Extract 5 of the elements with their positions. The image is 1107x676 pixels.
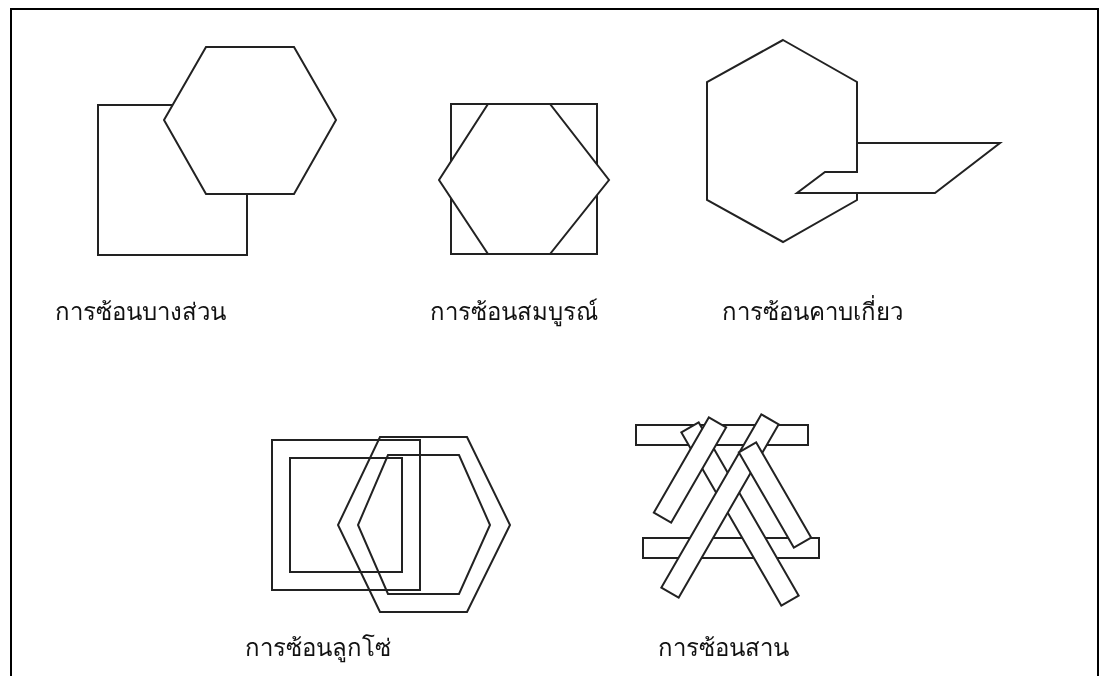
caption: การซ้อนสาน bbox=[658, 633, 789, 664]
caption: การซ้อนบางส่วน bbox=[55, 297, 226, 328]
caption: การซ้อนสมบูรณ์ bbox=[430, 297, 598, 329]
caption: การซ้อนคาบเกี่ยว bbox=[722, 292, 903, 331]
caption: การซ้อนลูกโซ่ bbox=[245, 633, 391, 665]
